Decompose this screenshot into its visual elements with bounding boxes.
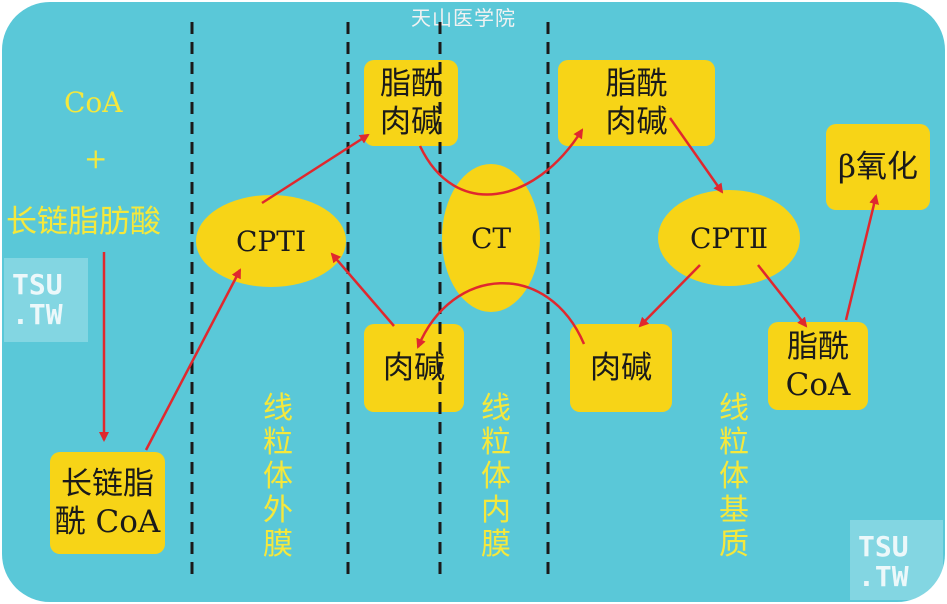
box-line: 长链脂	[61, 466, 154, 502]
cpt2-enzyme: CPTⅡ	[658, 190, 800, 286]
tsu-watermark-line2: .TW	[858, 560, 909, 593]
box-line: 脂酰	[605, 66, 668, 102]
inner-membrane-label: 线 粒 体 内 膜	[478, 392, 514, 562]
ct-label: CT	[470, 221, 512, 255]
label-char: 体	[263, 459, 293, 494]
box-line: 肉碱	[380, 104, 442, 140]
label-char: 线	[481, 391, 511, 426]
acyl-carnitine-outer-box: 脂酰 肉碱	[364, 60, 458, 146]
label-char: 膜	[263, 527, 293, 562]
long-chain-fatty-acid-label: 长链脂肪酸	[6, 204, 161, 240]
box-line: 酰 CoA	[54, 504, 161, 540]
label-char: 粒	[719, 425, 749, 460]
cpt2-label: CPTⅡ	[690, 221, 768, 255]
label-char: 线	[719, 391, 749, 426]
box-line: 肉碱	[383, 350, 445, 386]
box-line: 肉碱	[590, 350, 652, 386]
label-char: 基	[719, 493, 749, 528]
label-char: 线	[263, 391, 293, 426]
tsu-watermark-line1: TSU	[858, 530, 909, 563]
box-line: 脂酰	[787, 329, 849, 365]
tsu-watermark-line1: TSU	[12, 268, 63, 301]
box-line: 肉碱	[605, 104, 668, 140]
cpt1-enzyme: CPTⅠ	[196, 195, 346, 287]
box-line: 脂酰	[380, 66, 442, 102]
label-char: 内	[481, 493, 511, 528]
box-line: β氧化	[838, 149, 918, 185]
beta-oxidation-box: β氧化	[826, 124, 930, 210]
tsu-watermark-left: TSU .TW	[12, 270, 63, 330]
tsu-watermark-right-bg	[850, 520, 943, 600]
tsu-watermark-line2: .TW	[12, 298, 63, 331]
label-char: 质	[719, 527, 749, 562]
label-char: 膜	[481, 527, 511, 562]
plus-label: +	[84, 142, 108, 175]
label-char: 粒	[263, 425, 293, 460]
label-char: 粒	[481, 425, 511, 460]
box-line: CoA	[785, 367, 851, 403]
acyl-carnitine-inner-box: 脂酰 肉碱	[558, 60, 715, 146]
label-char: 外	[263, 493, 293, 528]
carnitine-outer-box: 肉碱	[364, 324, 464, 412]
outer-membrane-label: 线 粒 体 外 膜	[260, 392, 296, 562]
long-chain-acyl-coa-box: 长链脂 酰 CoA	[50, 452, 165, 554]
acyl-coa-matrix-box: 脂酰 CoA	[768, 322, 868, 410]
ct-enzyme: CT	[442, 164, 540, 312]
label-char: 体	[719, 459, 749, 494]
coa-label: CoA	[64, 86, 123, 119]
cpt1-label: CPTⅠ	[236, 224, 306, 258]
tsu-watermark-left-bg	[4, 258, 88, 342]
tsu-watermark-right: TSU .TW	[858, 532, 909, 592]
carnitine-inner-box: 肉碱	[570, 324, 672, 412]
label-char: 体	[481, 459, 511, 494]
watermark-text: 天山医学院	[411, 6, 516, 30]
matrix-label: 线 粒 体 基 质	[716, 392, 752, 562]
